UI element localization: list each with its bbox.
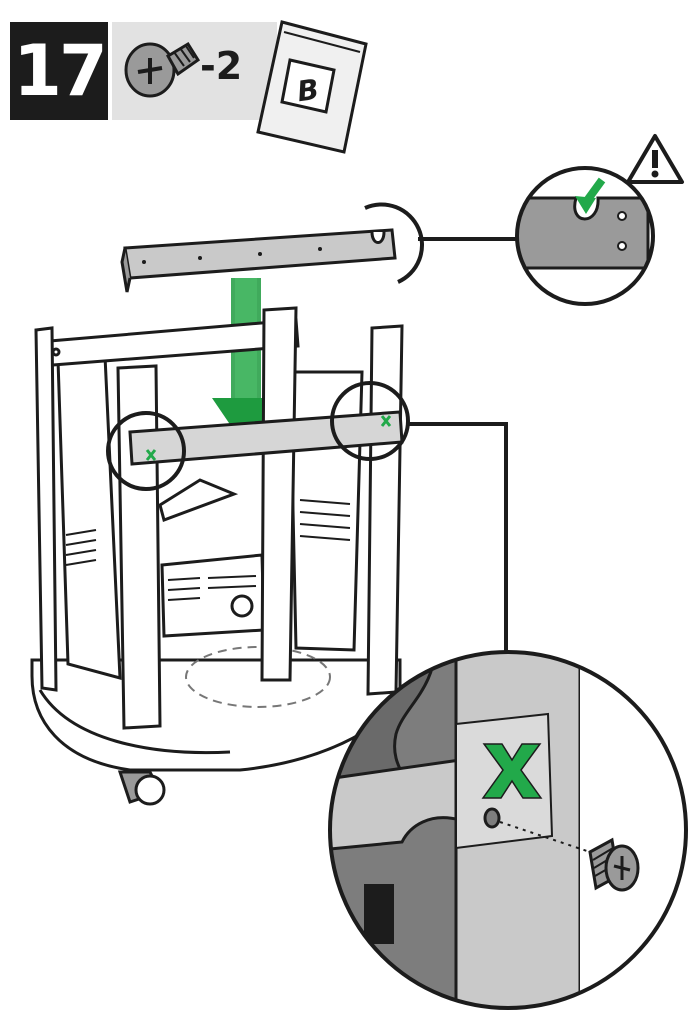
leader-line [406,422,508,652]
slot-detail-zoom [515,166,655,306]
grill-cart [30,306,404,806]
cross-rail [120,228,397,293]
step-number: 17 [10,22,108,120]
right-detail-circle [330,381,410,461]
screw-detail-zoom [328,650,688,1010]
screw-icon [124,41,201,98]
left-detail-circle [106,411,186,491]
frame-x-marks [145,415,392,461]
x-mark-icon [481,743,543,799]
screw-quantity: -2 [200,44,243,88]
hardware-bag-label: B [295,72,321,109]
hardware-bag-icon [256,20,368,154]
warning-icon [626,134,684,184]
detail-screw-icon [588,837,640,892]
callout-arc [364,202,424,284]
